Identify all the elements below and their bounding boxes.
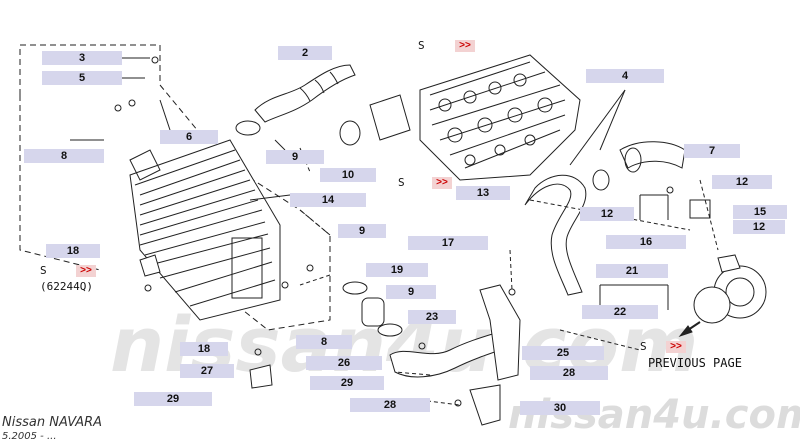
callout-18b[interactable]: 18 xyxy=(180,342,228,356)
link-marker-2[interactable]: >> xyxy=(432,177,452,189)
bracket-30 xyxy=(469,384,501,426)
callout-23[interactable]: 23 xyxy=(408,310,456,324)
callout-29a[interactable]: 29 xyxy=(310,376,384,390)
coupling-19 xyxy=(361,297,385,327)
group-outline-a xyxy=(19,44,331,331)
link-marker-3[interactable]: >> xyxy=(76,265,96,277)
s-ref-2: S xyxy=(398,176,405,189)
callout-17[interactable]: 17 xyxy=(408,236,488,250)
callout-28b[interactable]: 28 xyxy=(350,398,430,412)
callout-22[interactable]: 22 xyxy=(582,305,658,319)
bracket-15 xyxy=(689,199,711,219)
gasket-10 xyxy=(339,120,361,146)
ref-code: (62244Q) xyxy=(40,280,93,293)
callout-15[interactable]: 15 xyxy=(733,205,787,219)
pipe-22 xyxy=(524,174,587,296)
callout-13[interactable]: 13 xyxy=(456,186,510,200)
callout-9b[interactable]: 9 xyxy=(338,224,386,238)
callout-9a[interactable]: 9 xyxy=(266,150,324,164)
callout-25[interactable]: 25 xyxy=(522,346,604,360)
callout-8a[interactable]: 8 xyxy=(24,149,104,163)
callout-27[interactable]: 27 xyxy=(180,364,234,378)
turbocharger xyxy=(693,254,767,324)
callout-2[interactable]: 2 xyxy=(278,46,332,60)
s-ref-1: S xyxy=(418,39,425,52)
callout-26[interactable]: 26 xyxy=(306,356,382,370)
callout-29b[interactable]: 29 xyxy=(134,392,212,406)
link-marker-4[interactable]: >> xyxy=(666,341,686,353)
callout-30[interactable]: 30 xyxy=(520,401,600,415)
callout-12c[interactable]: 12 xyxy=(733,220,785,234)
callout-8b[interactable]: 8 xyxy=(296,335,352,349)
footer-date: 5.2005 - ... xyxy=(2,431,57,442)
callout-18a[interactable]: 18 xyxy=(46,244,100,258)
intercooler-core xyxy=(129,139,281,321)
callout-19[interactable]: 19 xyxy=(366,263,428,277)
bracket-27 xyxy=(249,364,273,389)
link-marker-1[interactable]: >> xyxy=(455,40,475,52)
s-ref-3: S xyxy=(40,264,47,277)
callout-4[interactable]: 4 xyxy=(586,69,664,83)
s-ref-4: S xyxy=(640,340,647,353)
previous-page-link[interactable]: PREVIOUS PAGE xyxy=(648,356,742,370)
callout-10[interactable]: 10 xyxy=(320,168,376,182)
callout-7[interactable]: 7 xyxy=(684,144,740,158)
callout-9c[interactable]: 9 xyxy=(386,285,436,299)
callout-3[interactable]: 3 xyxy=(42,51,122,65)
callout-12a[interactable]: 12 xyxy=(712,175,772,189)
footer-brand: Nissan NAVARA xyxy=(2,415,103,430)
bracket-18 xyxy=(139,254,161,277)
callout-12b[interactable]: 12 xyxy=(580,207,634,221)
group-outline-b xyxy=(19,95,101,271)
clamp-9-top xyxy=(235,120,261,136)
callout-21[interactable]: 21 xyxy=(596,264,668,278)
hose-7 xyxy=(619,141,686,169)
callout-28a[interactable]: 28 xyxy=(530,366,608,380)
cylinder-head xyxy=(419,54,581,181)
callout-6[interactable]: 6 xyxy=(160,130,218,144)
watermark-bottom: nissan4u.com xyxy=(508,392,800,438)
clamp-12 xyxy=(592,169,610,191)
callout-14[interactable]: 14 xyxy=(290,193,366,207)
callout-5[interactable]: 5 xyxy=(42,71,122,85)
callout-16[interactable]: 16 xyxy=(606,235,686,249)
